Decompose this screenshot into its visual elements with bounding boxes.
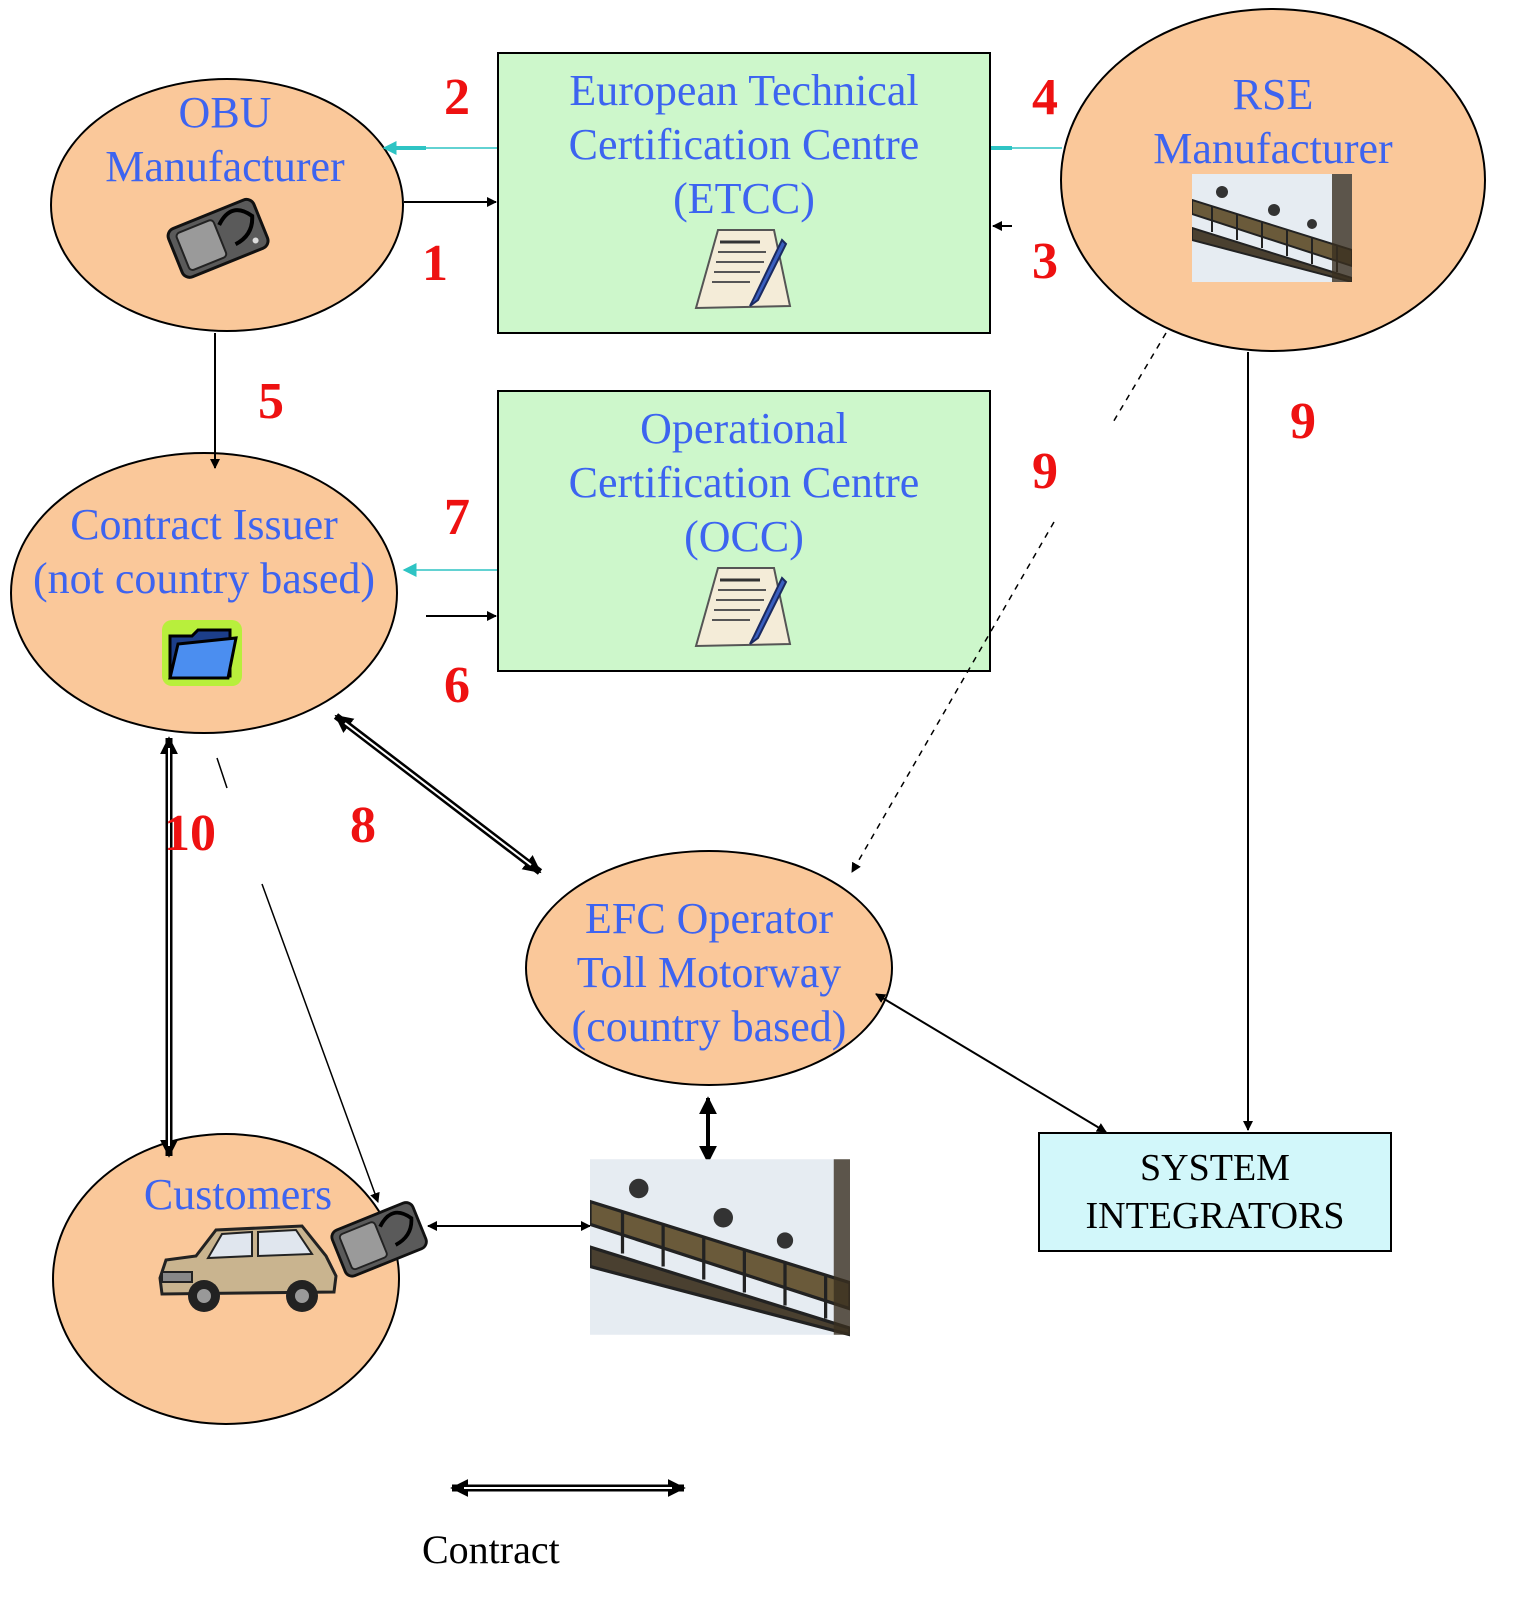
toll-gantry-photo [1192, 174, 1352, 282]
efc-operator-label: EFC Operator Toll Motorway (country base… [571, 894, 847, 1051]
step-2: 2 [444, 69, 470, 126]
obu-manufacturer-label: OBU Manufacturer [105, 88, 345, 191]
arrow-efc-to-integrators [875, 993, 1107, 1133]
occ-label: Operational Certification Centre (OCC) [568, 404, 920, 561]
step-1: 1 [422, 235, 448, 292]
certificate-document-icon [694, 229, 792, 310]
tick-issuer-short [216, 757, 228, 789]
contract-issuer-label: Contract Issuer (not country based) [32, 500, 376, 603]
efc-operator-node [525, 850, 893, 1086]
dashed-9-rse-to-efc-lower [851, 521, 1055, 873]
step-10: 10 [164, 805, 216, 862]
dashed-9-rse-to-efc-upper [1111, 332, 1167, 425]
car-icon [158, 1224, 338, 1312]
folder-icon [162, 620, 242, 686]
step-9-integrators: 9 [1290, 393, 1316, 450]
step-7: 7 [444, 489, 470, 546]
system-integrators-label: SYSTEM INTEGRATORS [1085, 1147, 1345, 1237]
obu-device-icon [166, 197, 270, 279]
certificate-document-icon [694, 567, 792, 648]
legend-contract-label: Contract [422, 1527, 560, 1572]
step-6: 6 [444, 657, 470, 714]
customers-label: Customers [143, 1170, 333, 1219]
step-4: 4 [1032, 69, 1058, 126]
step-5: 5 [258, 373, 284, 430]
rse-manufacturer-label: RSE Manufacturer [1153, 70, 1393, 173]
contract-issuer-node [10, 452, 398, 734]
obu-manufacturer-node [50, 78, 404, 332]
toll-gantry-photo [590, 1159, 850, 1337]
step-8: 8 [350, 797, 376, 854]
obu-device-icon [330, 1201, 428, 1278]
step-3: 3 [1032, 233, 1058, 290]
arrow-issuer-to-customer-obu [261, 883, 380, 1203]
system-integrators-box [1038, 1132, 1392, 1252]
step-9-dashed: 9 [1032, 443, 1058, 500]
etcc-label: European Technical Certification Centre … [568, 66, 920, 223]
